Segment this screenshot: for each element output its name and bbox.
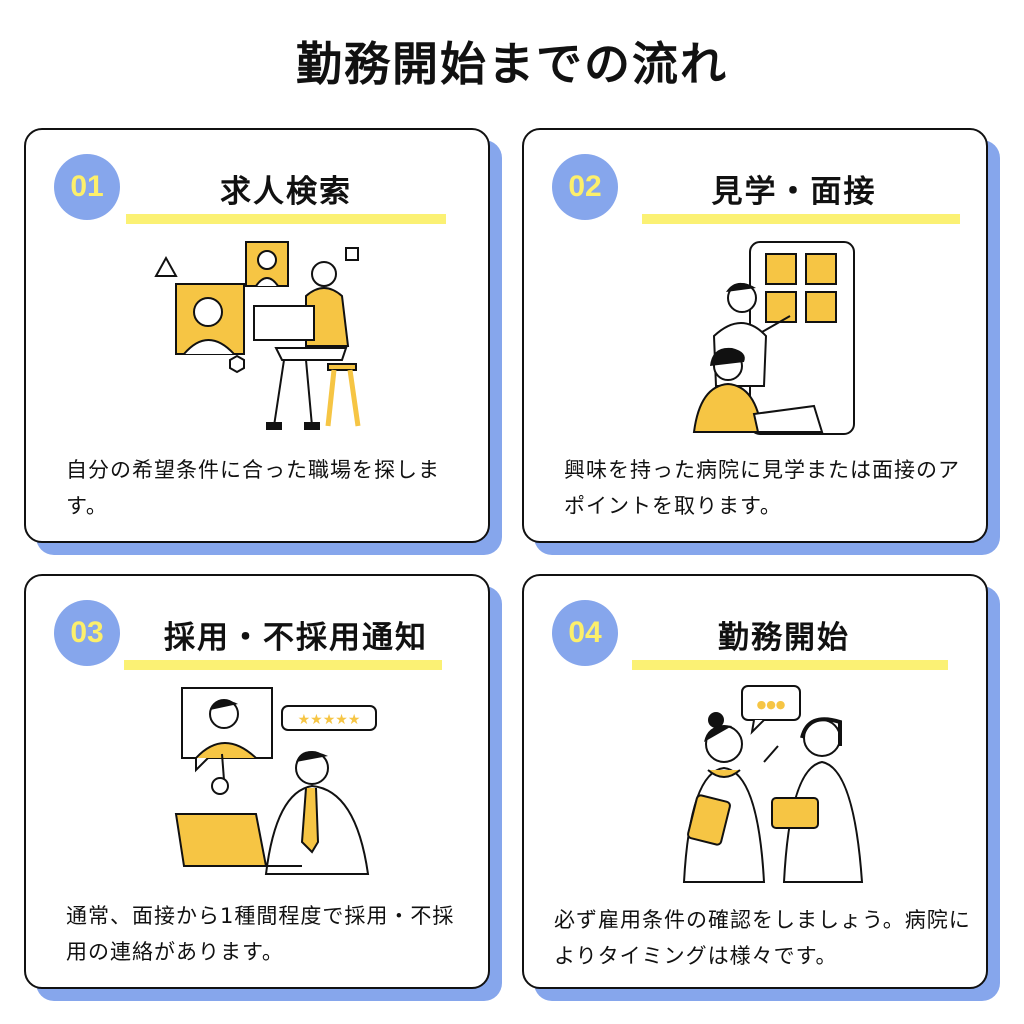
step-card-1: 01 求人検索 自分の希望条件に合った職場を探します。 <box>24 128 502 555</box>
rating-stars: ★★★★★ <box>298 712 361 728</box>
page-title: 勤務開始までの流れ <box>296 37 728 91</box>
step-title: 採用・不採用通知 <box>164 620 428 656</box>
job-search-illustration <box>154 241 361 430</box>
step-number-badge: 04 <box>552 600 618 666</box>
title-underline <box>642 214 960 224</box>
card-body: 02 見学・面接 興味を持った病院に見学または面接のアポイントを取ります。 <box>522 128 988 543</box>
step-title: 勤務開始 <box>718 620 850 656</box>
speech-bubble-dots: ●●● <box>757 698 786 711</box>
title-underline <box>632 660 948 670</box>
title-underline <box>124 660 442 670</box>
card-body: 04 勤務開始 ●●● 必ず雇用条件の確認をしましょう。病院によりタイミングは様… <box>522 574 988 989</box>
step-description: 通常、面接から1種間程度で採用・不採用の連絡があります。 <box>66 904 455 964</box>
step-number-badge: 03 <box>54 600 120 666</box>
card-body: 01 求人検索 自分の希望条件に合った職場を探します。 <box>24 128 490 543</box>
start-work-illustration: ●●● <box>682 685 864 883</box>
step-description: 興味を持った病院に見学または面接のアポイントを取ります。 <box>564 458 960 518</box>
step-title: 見学・面接 <box>711 174 877 210</box>
step-card-3: 03 採用・不採用通知 ★★★★★ 通常、面接から1種間程度で採用・不採用の連絡… <box>24 574 502 1001</box>
step-card-4: 04 勤務開始 ●●● 必ず雇用条件の確認をしましょう。病院によりタイミングは様… <box>522 574 1000 1001</box>
step-number-badge: 02 <box>552 154 618 220</box>
step-number-badge: 01 <box>54 154 120 220</box>
step-title: 求人検索 <box>220 174 352 210</box>
hiring-notice-illustration: ★★★★★ <box>174 687 377 875</box>
step-card-2: 02 見学・面接 興味を持った病院に見学または面接のアポイントを取ります。 <box>522 128 1000 555</box>
title-underline <box>126 214 446 224</box>
step-description: 自分の希望条件に合った職場を探します。 <box>66 458 440 518</box>
card-body: 03 採用・不採用通知 ★★★★★ 通常、面接から1種間程度で採用・不採用の連絡… <box>24 574 490 989</box>
step-description: 必ず雇用条件の確認をしましょう。病院によりタイミングは様々です。 <box>554 908 971 968</box>
visit-interview-illustration <box>692 241 855 435</box>
